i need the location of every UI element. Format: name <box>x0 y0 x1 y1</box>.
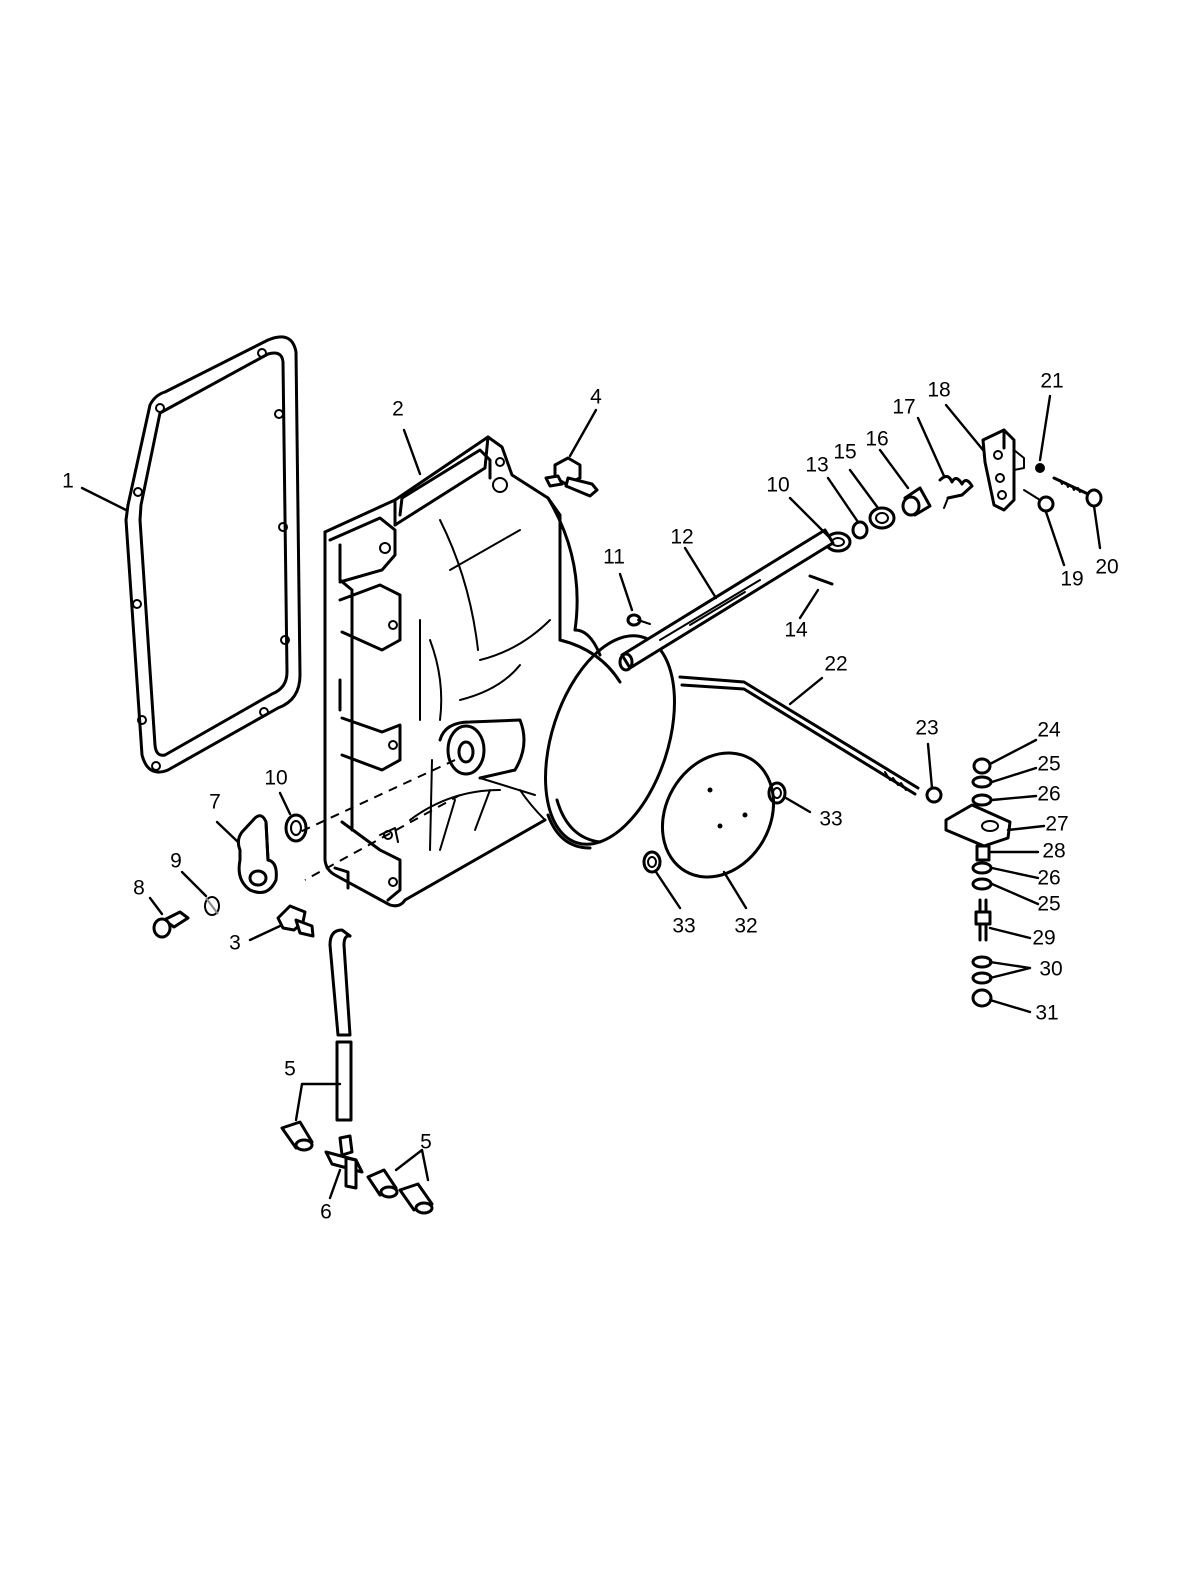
callout-8: 8 <box>133 877 145 900</box>
callout-22: 22 <box>824 653 847 676</box>
callout-12: 12 <box>670 526 693 549</box>
callout-26: 26 <box>1037 783 1060 806</box>
callout-23: 23 <box>915 717 938 740</box>
callout-6: 6 <box>320 1201 332 1224</box>
part-seal <box>868 506 896 530</box>
part-nut-small <box>1035 463 1045 473</box>
part-housing <box>323 435 676 908</box>
part-elbow-fitting <box>276 904 315 938</box>
callout-labels: 1 2 3 4 5 5 6 7 8 9 10 10 11 12 13 14 15… <box>62 370 1119 1224</box>
part-nut <box>925 786 943 804</box>
callout-15: 15 <box>833 441 856 464</box>
callout-32: 32 <box>734 915 757 938</box>
callout-24: 24 <box>1037 719 1061 742</box>
callout-29: 29 <box>1032 927 1055 950</box>
part-bolt <box>1052 476 1103 508</box>
callout-25: 25 <box>1037 753 1060 776</box>
part-spring <box>938 475 974 509</box>
part-fastener-stack <box>944 757 1012 1008</box>
callout-14: 14 <box>784 619 808 642</box>
callout-20: 20 <box>1095 556 1118 579</box>
part-shift-lever <box>236 814 278 894</box>
part-screw <box>152 910 190 939</box>
part-pin <box>808 574 834 586</box>
callout-1: 1 <box>62 470 74 493</box>
callout-3: 3 <box>229 932 241 955</box>
callout-13: 13 <box>805 454 828 477</box>
part-rod <box>678 675 920 796</box>
part-washer-33-left <box>642 850 662 874</box>
callout-5: 5 <box>284 1058 296 1081</box>
callout-18: 18 <box>927 379 950 402</box>
callout-25: 25 <box>1037 893 1060 916</box>
centerline-elbow <box>304 794 461 881</box>
callout-7: 7 <box>209 791 221 814</box>
part-tee-fitting <box>324 1134 364 1190</box>
part-bushing <box>901 486 932 517</box>
callout-9: 9 <box>170 850 182 873</box>
part-retaining-ring <box>851 520 869 540</box>
callout-10: 10 <box>264 767 287 790</box>
part-stud <box>1023 489 1055 513</box>
leader-lines <box>80 394 1102 1200</box>
part-lockwasher <box>204 896 220 916</box>
callout-31: 31 <box>1035 1002 1058 1025</box>
part-cover-plate <box>660 751 776 879</box>
part-gasket <box>124 335 302 774</box>
callout-10: 10 <box>766 474 789 497</box>
callout-17: 17 <box>892 396 915 419</box>
centerline-shift-shaft <box>299 759 456 833</box>
callout-19: 19 <box>1060 568 1083 591</box>
callout-26: 26 <box>1037 867 1060 890</box>
callout-11: 11 <box>603 546 625 569</box>
callout-28: 28 <box>1042 840 1065 863</box>
part-lever <box>981 428 1025 512</box>
part-washer-lower <box>284 813 308 843</box>
part-hoses <box>280 928 434 1215</box>
part-washer-33-right <box>767 781 787 805</box>
callout-2: 2 <box>392 398 404 421</box>
callout-33: 33 <box>672 915 695 938</box>
callout-21: 21 <box>1040 370 1063 393</box>
callout-5: 5 <box>420 1131 432 1154</box>
part-elbow-fitting-top <box>544 456 599 498</box>
callout-4: 4 <box>590 386 602 409</box>
part-shift-shaft <box>618 528 835 672</box>
callout-16: 16 <box>865 428 888 451</box>
callout-33: 33 <box>819 808 842 831</box>
callout-27: 27 <box>1045 813 1068 836</box>
part-screw-small <box>626 613 651 627</box>
callout-30: 30 <box>1039 958 1062 981</box>
